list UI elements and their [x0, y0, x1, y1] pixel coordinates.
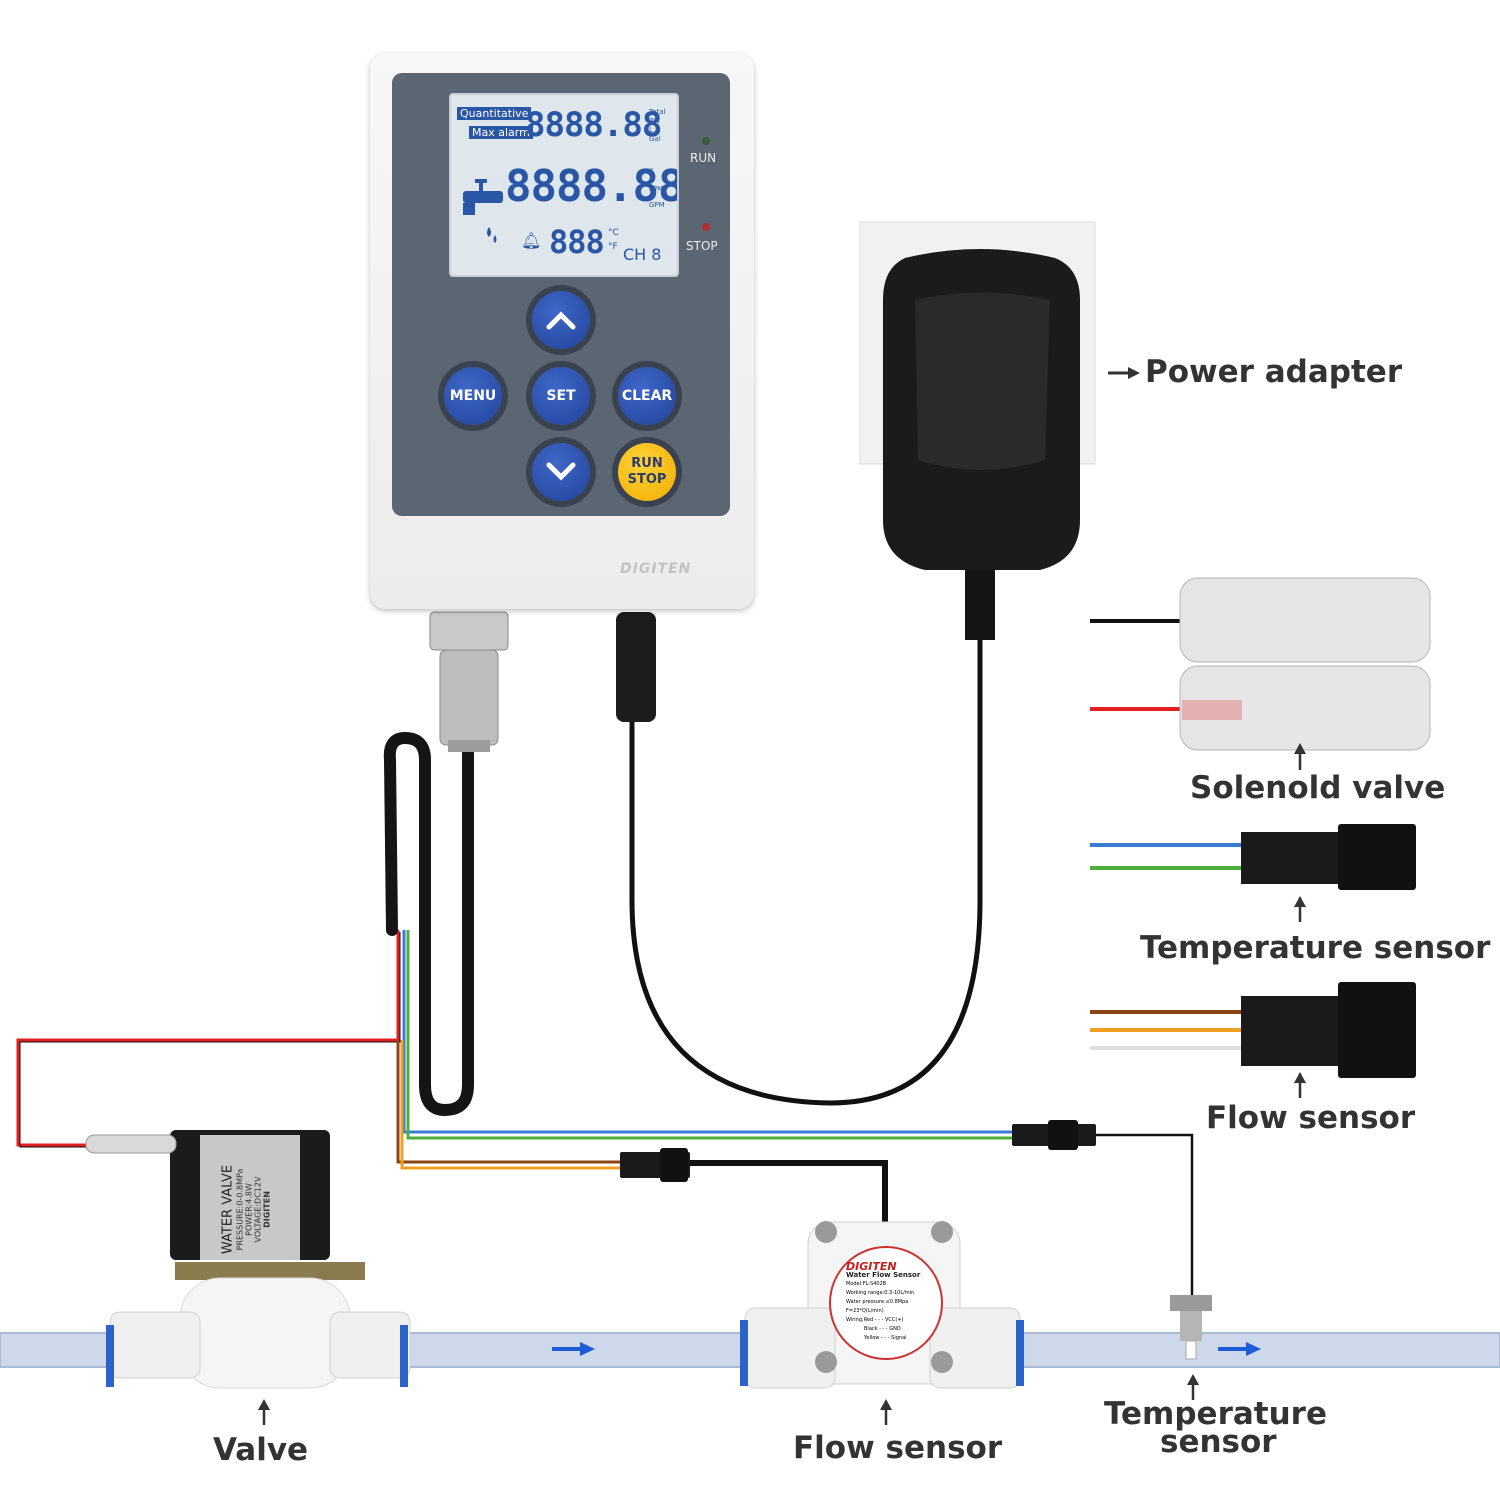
lcd-unit-l: L: [649, 126, 653, 134]
lcd-unit-k: K: [649, 167, 654, 175]
label-temperature-bottom-line2: sensor: [1160, 1424, 1277, 1460]
label-flow-sensor-bottom: Flow sensor: [793, 1430, 1003, 1466]
flow-sensor-name: Water Flow Sensor: [846, 1271, 921, 1279]
label-solenoid-valve: Solenold valve: [1190, 770, 1446, 806]
spade-terminal-1: [1179, 577, 1431, 663]
lcd-digits-top: 8888.88: [525, 105, 662, 145]
lcd-unit-total: Total: [649, 108, 666, 116]
flow-sensor-wiring-yellow: Yellow - - - Signal: [864, 1335, 907, 1341]
flow-sensor-brand: DIGITEN: [846, 1260, 897, 1273]
valve-voltage: VOLTAGE:DC12V: [253, 1176, 263, 1243]
temp-sensor-cable: [1095, 1133, 1194, 1295]
flow-sensor-model: Model:FL-S402B: [846, 1281, 887, 1287]
arrow-temperature-bottom: [1187, 1374, 1199, 1400]
control-panel: Quantitative Max alarm 8888.88 Total PW …: [392, 73, 730, 516]
red-wire-valve: [16, 930, 400, 1147]
faucet-icon: [463, 179, 503, 243]
arrow-flow-right: [1294, 1072, 1306, 1098]
flow-connector-right: [1241, 996, 1341, 1066]
flow-sensor-wiring-black: Black - - - GND: [864, 1326, 901, 1332]
lcd-unit-pw: PW: [649, 117, 661, 125]
set-button[interactable]: SET: [532, 367, 590, 425]
lcd-unit-gpm: GPM: [649, 201, 665, 209]
flow-sensor-range: Working range:0.3-10L/min: [846, 1290, 915, 1296]
valve-title: WATER VALVE: [220, 1164, 236, 1255]
run-stop-button[interactable]: RUN STOP: [618, 443, 676, 501]
blue-wire-temp: [402, 930, 1015, 1134]
lcd-channel: CH 8: [623, 245, 662, 264]
flow-controller: Quantitative Max alarm 8888.88 Total PW …: [370, 53, 754, 609]
controller-brand: DIGITEN: [620, 561, 692, 577]
flow-direction-arrow-1: [552, 1342, 595, 1356]
menu-button[interactable]: MENU: [444, 367, 502, 425]
lcd-digits-temp: 888: [549, 223, 605, 261]
valve-spade: [85, 1134, 177, 1154]
yellow-wire-flow: [400, 1040, 625, 1170]
flow-sensor-pressure: Water pressure:≤0.8Mpa: [846, 1299, 909, 1305]
temp-connector-right: [1241, 832, 1341, 884]
up-button[interactable]: [532, 291, 590, 349]
run-led: [702, 137, 710, 145]
lcd-display: Quantitative Max alarm 8888.88 Total PW …: [449, 93, 679, 277]
stop-led: [702, 223, 710, 231]
clear-button[interactable]: CLEAR: [618, 367, 676, 425]
bell-icon: 🔔︎: [521, 231, 542, 250]
lcd-unit-fahrenheit: °F: [608, 242, 618, 252]
label-temperature-bottom-line1: Temperature: [1104, 1396, 1327, 1432]
arrow-solenoid: [1294, 743, 1306, 770]
dc-jack: [616, 612, 656, 722]
valve-body: [179, 1277, 351, 1389]
green-wire-temp: [406, 930, 1015, 1140]
brown-wire-flow: [396, 1040, 625, 1164]
flow-sensor-label: DIGITEN Water Flow Sensor Model:FL-S402B…: [846, 1260, 930, 1343]
lcd-digits-mid: 8888.88: [505, 161, 679, 212]
lcd-unit-celsius: °C: [608, 228, 619, 238]
lcd-unit-gal: Gal: [649, 135, 661, 143]
stop-indicator-label: STOP: [686, 239, 718, 253]
arrow-flow-bottom: [880, 1399, 892, 1425]
run-indicator-label: RUN: [690, 151, 717, 165]
label-valve: Valve: [213, 1432, 309, 1468]
chevron-up-icon: [546, 311, 576, 330]
arrow-valve: [258, 1399, 270, 1425]
lcd-tag-quantitative: Quantitative: [457, 107, 532, 120]
lcd-tag-max-alarm: Max alarm: [469, 126, 533, 139]
spade-terminal-2: [1179, 665, 1431, 751]
arrow-power-adapter: [1108, 367, 1140, 379]
aviation-connector-nut: [429, 611, 509, 651]
arrow-temperature-right: [1294, 896, 1306, 922]
flow-sensor-cable: [690, 1160, 888, 1225]
valve-pressure: PRESSURE:0-0.8MPa: [235, 1168, 245, 1251]
valve-power: POWER:4.8W: [244, 1183, 254, 1236]
label-power-adapter: Power adapter: [1145, 354, 1403, 390]
down-button[interactable]: [532, 443, 590, 501]
lcd-unit-lpm: LPM: [649, 185, 664, 193]
run-stop-button-stop: STOP: [627, 472, 667, 487]
flow-sensor-formula: F=23*Q(L/min): [846, 1308, 884, 1314]
flow-sensor-wiring-red: Wiring:Red - - - VCC(+): [846, 1317, 904, 1323]
label-temperature-sensor-right: Temperature sensor: [1140, 930, 1491, 966]
power-cable: [629, 640, 983, 1106]
flow-direction-arrow-2: [1218, 1342, 1261, 1356]
chevron-down-icon: [546, 462, 576, 481]
sensor-cable: [383, 731, 474, 1117]
valve-brand: DIGITEN: [262, 1191, 272, 1228]
valve-label: WATER VALVE PRESSURE:0-0.8MPa POWER:4.8W…: [196, 1136, 306, 1256]
label-flow-sensor-right: Flow sensor: [1206, 1100, 1416, 1136]
temp-probe-nut: [1170, 1295, 1212, 1311]
run-stop-button-run: RUN: [631, 456, 663, 471]
